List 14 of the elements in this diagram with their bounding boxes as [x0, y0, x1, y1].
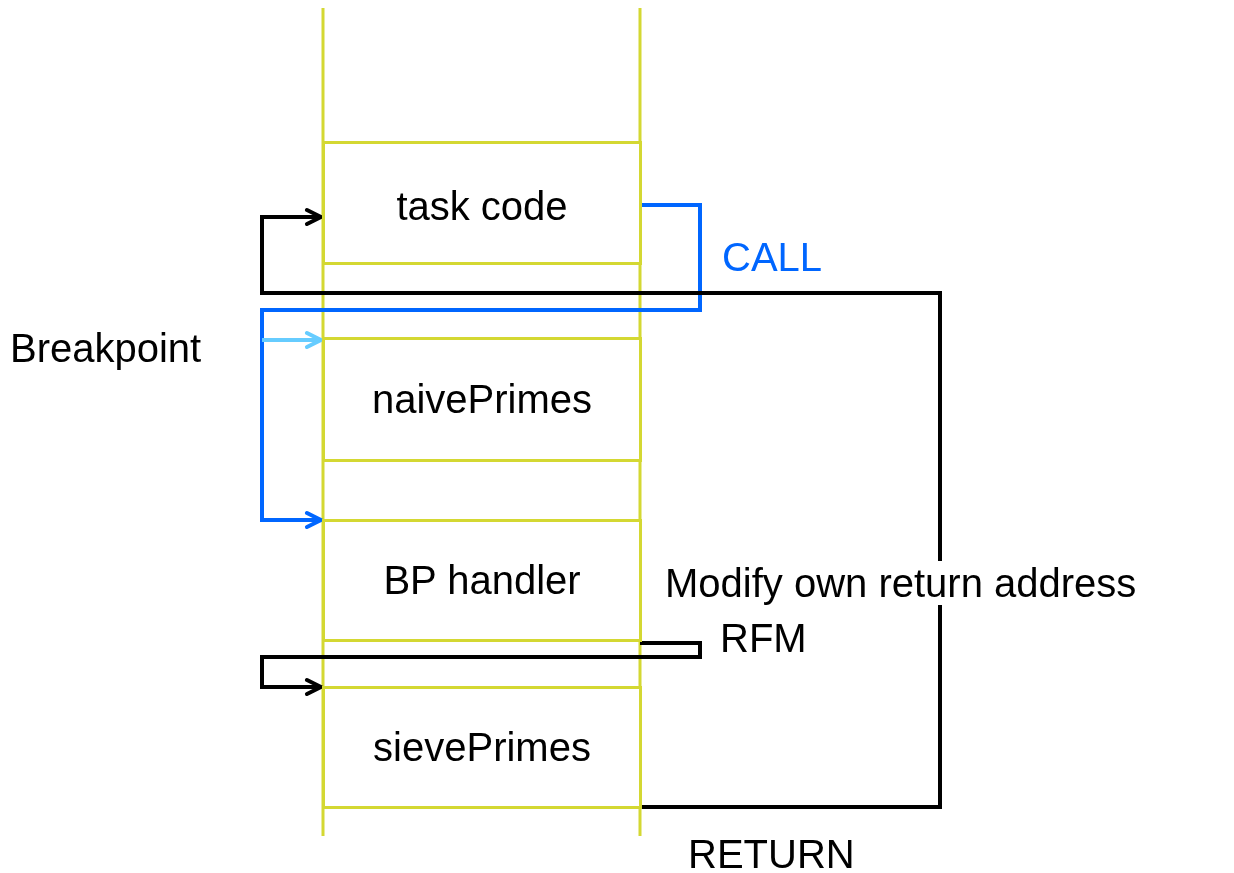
memory-block	[322, 337, 642, 462]
arrow	[260, 203, 702, 529]
memory-block	[322, 141, 642, 265]
block-label: sievePrimes	[373, 725, 591, 770]
memory-block	[322, 519, 642, 642]
arrow	[260, 641, 702, 696]
note-text: Modify own return address	[665, 561, 1137, 605]
block-label: task code	[396, 184, 568, 229]
memory-block	[322, 686, 642, 809]
arrow	[262, 331, 323, 349]
breakpoint-label: Breakpoint	[10, 325, 202, 371]
block-label: BP handler	[383, 558, 581, 603]
arrow	[260, 208, 942, 809]
block-label: naivePrimes	[371, 377, 593, 422]
